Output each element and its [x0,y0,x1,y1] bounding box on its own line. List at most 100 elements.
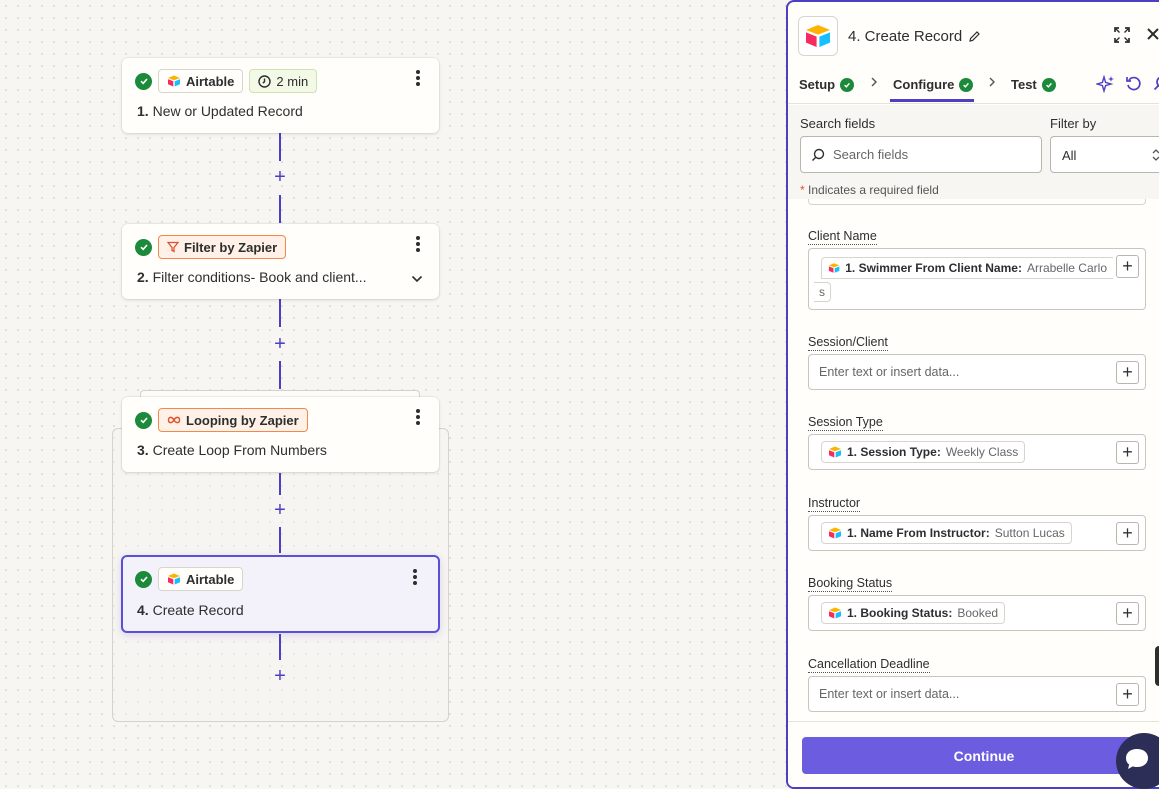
check-icon [1041,77,1056,92]
insert-data-button[interactable]: + [1116,255,1139,278]
app-chip: Airtable [158,567,244,591]
field-label-session-type: Session Type [808,415,883,431]
data-pill-wrap: s [814,282,831,302]
filter-select[interactable]: All [1050,136,1159,173]
field-label-cancellation-deadline: Cancellation Deadline [808,657,930,673]
add-step-button[interactable]: + [274,166,286,188]
step-title: 2. Filter conditions- Book and client... [137,269,367,285]
fields-form: Client Name 1. Swimmer From Client Name:… [788,199,1159,721]
check-icon [959,77,974,92]
panel-body: Search fields Filter by All * Indicates … [788,105,1159,721]
app-chip: Looping by Zapier [158,408,308,432]
side-widget-handle[interactable] [1155,646,1159,686]
search-fields-box[interactable] [800,136,1042,173]
connector-line [279,299,281,327]
loop-icon [167,416,181,424]
insert-data-button[interactable]: + [1116,602,1139,625]
data-pill[interactable]: 1. Booking Status:Booked [821,602,1006,624]
step-title: 3. Create Loop From Numbers [137,442,327,458]
instructor-field[interactable]: 1. Name From Instructor:Sutton Lucas + [808,515,1146,551]
step-card-4[interactable]: Airtable 4. Create Record [121,555,440,633]
check-icon [135,570,152,588]
step-tabs: Setup Configure Test [788,68,1159,104]
search-input[interactable] [833,147,1023,162]
field-label-instructor: Instructor [808,496,861,512]
airtable-icon [829,607,841,619]
airtable-icon [829,446,841,458]
add-step-button[interactable]: + [274,499,286,521]
pencil-icon[interactable] [968,30,981,43]
airtable-icon [168,573,180,585]
chat-support-button[interactable] [1116,733,1159,789]
data-pill[interactable]: 1. Name From Instructor:Sutton Lucas [821,522,1072,544]
continue-button[interactable]: Continue [802,737,1159,774]
cancellation-deadline-field[interactable]: Enter text or insert data... + [808,676,1146,712]
step-card-2[interactable]: Filter by Zapier 2. Filter conditions- B… [122,224,439,299]
insert-data-button[interactable]: + [1116,361,1139,384]
field-label-client-name: Client Name [808,229,877,245]
chat-icon [1126,749,1148,769]
add-step-button[interactable]: + [274,665,286,687]
session-type-field[interactable]: 1. Session Type:Weekly Class + [808,434,1146,470]
step-editor-panel: 4. Create Record Setup Configure Test [786,0,1159,789]
required-note: * Indicates a required field [800,183,939,197]
step-title: 4. Create Record [137,602,244,618]
connector-line [279,133,281,161]
data-pill[interactable]: 1. Session Type:Weekly Class [821,441,1026,463]
panel-footer: Continue [788,721,1159,787]
booking-status-field[interactable]: 1. Booking Status:Booked + [808,595,1146,631]
duration-badge: 2 min [249,69,318,93]
insert-data-button[interactable]: + [1116,441,1139,464]
filter-by-label: Filter by [1050,116,1097,131]
more-options-icon[interactable] [412,569,418,587]
chevron-right-icon [988,75,996,93]
ai-sparkle-icon[interactable] [1094,74,1116,98]
airtable-icon [168,75,180,87]
check-icon [135,238,152,256]
field-label-session-client: Session/Client [808,335,888,351]
field-label-booking-status: Booking Status [808,576,893,592]
chevron-down-icon[interactable] [411,270,423,288]
check-icon [840,77,855,92]
app-chip: Airtable [158,69,244,93]
app-chip: Filter by Zapier [158,235,287,259]
connector-line [279,361,281,389]
field-box-partial [808,199,1146,205]
add-step-button[interactable]: + [274,333,286,355]
clock-icon [258,74,272,88]
search-fields-label: Search fields [800,116,876,131]
insert-data-button[interactable]: + [1116,683,1139,706]
chevron-updown-icon [1152,149,1159,161]
tab-test[interactable]: Test [1011,77,1056,92]
loop-stack-edge [140,390,420,398]
insert-data-button[interactable]: + [1116,522,1139,545]
expand-icon[interactable] [1113,26,1131,49]
more-options-icon[interactable] [415,409,421,427]
panel-title: 4. Create Record [848,28,981,45]
more-options-icon[interactable] [415,236,421,254]
step-card-1[interactable]: Airtable 2 min 1. New or Updated Record [122,58,439,133]
tab-setup[interactable]: Setup [799,77,855,92]
search-icon[interactable] [1153,75,1159,98]
airtable-icon [828,263,840,273]
active-tab-indicator [890,99,974,102]
search-icon [812,148,825,161]
client-name-field[interactable]: 1. Swimmer From Client Name:Arrabelle Ca… [808,248,1146,310]
field-placeholder: Enter text or insert data... [819,687,960,701]
airtable-icon [798,16,838,56]
more-options-icon[interactable] [415,70,421,88]
close-icon[interactable] [1146,24,1159,47]
field-placeholder: Enter text or insert data... [819,365,960,379]
connector-line [279,634,281,660]
chevron-right-icon [870,75,878,93]
session-client-field[interactable]: Enter text or insert data... + [808,354,1146,390]
connector-line [279,195,281,223]
undo-icon[interactable] [1125,75,1143,98]
check-icon [135,72,152,90]
filter-icon [167,241,179,253]
airtable-icon [829,527,841,539]
step-title: 1. New or Updated Record [137,103,303,119]
tab-configure[interactable]: Configure [893,77,974,92]
data-pill[interactable]: 1. Swimmer From Client Name:Arrabelle Ca… [821,257,1113,279]
step-card-3[interactable]: Looping by Zapier 3. Create Loop From Nu… [122,397,439,472]
